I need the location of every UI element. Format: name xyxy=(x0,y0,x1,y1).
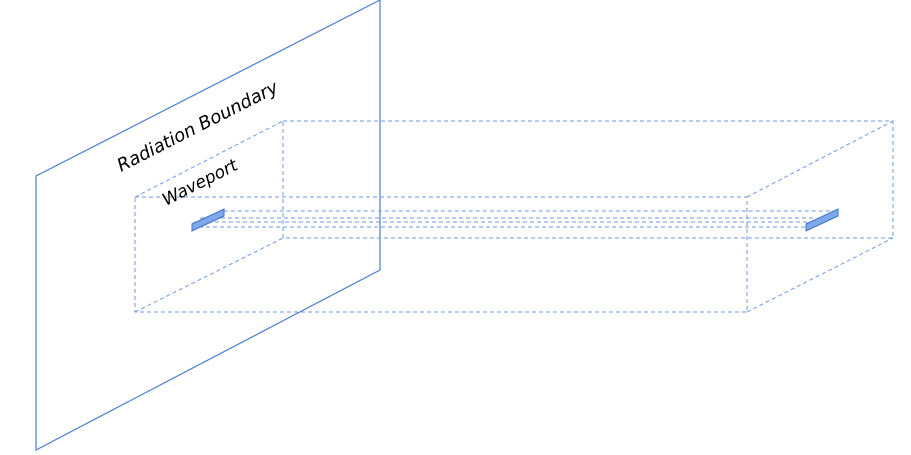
box-back-face xyxy=(282,120,894,239)
box-connecting-edges xyxy=(134,120,894,313)
radiation-boundary-plane xyxy=(35,0,381,451)
waveport-left xyxy=(191,208,225,232)
radiation-boundary-label: Radiation Boundary xyxy=(114,77,282,177)
transmission-line xyxy=(191,210,839,228)
box-front-face xyxy=(134,196,748,313)
waveport-right xyxy=(805,208,839,232)
